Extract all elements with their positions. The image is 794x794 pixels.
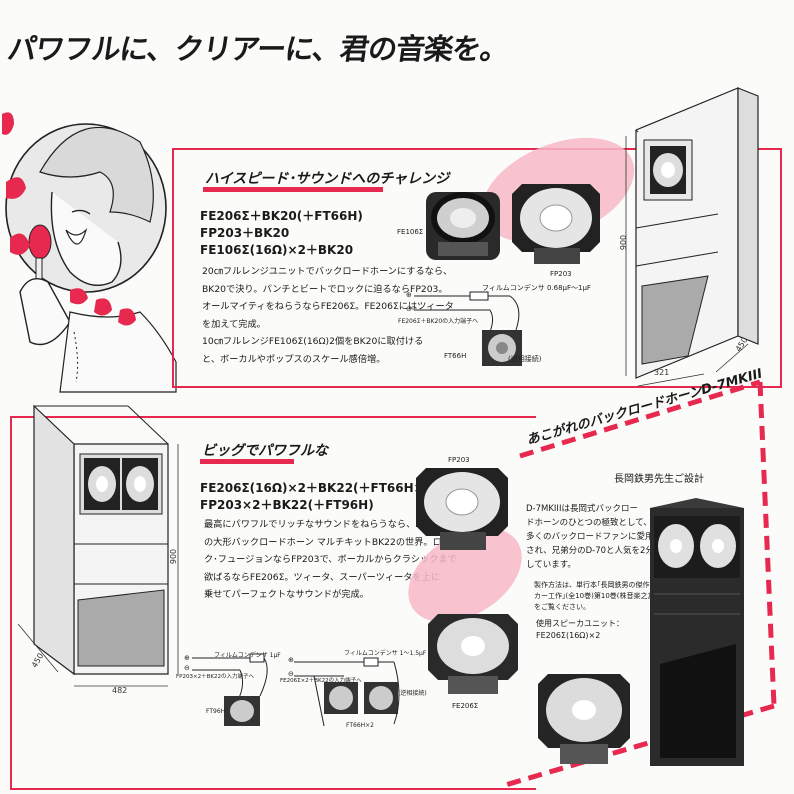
d7-body-line: しています。 — [526, 560, 576, 570]
d7-units-label: 使用スピーカユニット： — [536, 619, 624, 628]
d7-note-line: をご覧ください。 — [534, 603, 590, 611]
fp203-label-top: FP203 — [550, 270, 572, 278]
bottom-plus2: ⊕ — [288, 656, 294, 664]
fe206-speaker-image — [428, 614, 518, 694]
d7-body-text: D-7MKIIIは長岡式バックロー ドホーンのひとつの極致として、 多くのバック… — [526, 502, 654, 572]
top-reverse-label: (逆相接続) — [508, 355, 542, 363]
fp203-speaker-image-bottom — [416, 468, 508, 550]
bk20-cabinet-drawing — [625, 87, 759, 387]
bottom-minus1: ⊖ — [184, 664, 190, 672]
bottom-spec-1: FE206Σ(16Ω)×2＋BK22(＋FT66H×2) — [200, 481, 438, 495]
top-body-line: と、ボーカルやポップスのスケール感倍増。 — [202, 353, 386, 365]
girl-illustration — [2, 112, 177, 393]
ft66h-label: FT66H — [444, 352, 467, 360]
top-spec-list: FE206Σ＋BK20(＋FT66H) FP203＋BK20 FE106Σ(16… — [200, 208, 363, 259]
bottom-body-line: の大形バックロードホーン マルチキットBK22の世界。ロッ — [204, 536, 451, 548]
top-input-label: FE206Σ＋BK20の入力端子へ — [398, 318, 479, 325]
top-spec-3: FE106Σ(16Ω)×2＋BK20 — [200, 243, 354, 257]
top-body-line: オールマイティをねらうならFE206Σ。FE206Σにはツィータ — [202, 301, 454, 312]
bottom-spec-2: FP203×2＋BK22(＋FT96H) — [200, 498, 374, 512]
fe206-label: FE206Σ — [452, 702, 479, 710]
d7-designer: 長岡鉄男先生ご設計 — [614, 474, 704, 485]
top-body-line: を加えて完成。 — [202, 318, 266, 330]
bottom-input2-label: FE206Σ×2＋BK22の入力端子へ — [280, 678, 362, 684]
d7-cabinet-image — [650, 498, 744, 766]
d7-body-line: され、兄弟分のD-70と人気を2分 — [526, 546, 654, 556]
fe106-label: FE106Σ — [397, 228, 424, 236]
d7-unit-speaker-image — [538, 674, 630, 764]
top-section-title: ハイスピード･サウンドへのチャレンジ — [205, 171, 450, 187]
pink-blob-bottom — [408, 527, 522, 623]
d7-note-line: 製作方法は、単行本｢長岡鉄男の傑作スピー — [534, 581, 671, 589]
bk20-height-dim: 900 — [619, 234, 629, 251]
fp203-speaker-image — [512, 184, 600, 264]
top-wiring-diagram — [414, 291, 522, 366]
top-minus-symbol: ⊖ — [406, 305, 412, 313]
d7-units-value: FE206Σ(16Ω)×2 — [536, 631, 601, 640]
top-body-line: 20㎝フルレンジユニットでバックロードホーンにするなら、 — [202, 266, 453, 277]
bottom-spec-list: FE206Σ(16Ω)×2＋BK22(＋FT66H×2) FP203×2＋BK2… — [200, 480, 438, 514]
top-spec-2: FP203＋BK20 — [200, 226, 290, 240]
bottom-plus1: ⊕ — [184, 654, 190, 662]
bottom-minus2: ⊖ — [288, 670, 294, 678]
top-body-line: 10㎝フルレンジFE106Σ(16Ω)2個をBK20に取付ける — [202, 336, 424, 347]
d7-units: 使用スピーカユニット： FE206Σ(16Ω)×2 — [536, 618, 624, 642]
bottom-wiring-left — [192, 653, 268, 726]
bottom-body-line: ク･フュージョンならFP203で、ボーカルからクラシックまで — [204, 554, 457, 565]
bottom-panel — [10, 416, 536, 790]
ft66h2-label: FT66H×2 — [346, 722, 375, 729]
bk22-width-dim: 482 — [112, 686, 128, 695]
top-capacitor-label: フィルムコンデンサ 0.68μF～1μF — [482, 284, 591, 292]
ft96h-label: FT96H — [206, 708, 226, 715]
fp203-label-bottom: FP203 — [448, 456, 470, 464]
bottom-body-line: 乗せてパーフェクトなサウンドが完成。 — [204, 589, 369, 600]
bottom-body-line: 欲ばるならFE206Σ。ツィータ、スーパーツィータを上に — [204, 571, 441, 583]
d7-body-line: 多くのバックロードファンに愛用 — [526, 532, 654, 542]
bottom-title-underline — [200, 459, 294, 464]
top-panel — [172, 148, 782, 388]
bottom-body-line: 最高にパワフルでリッチなサウンドをねらうなら、2発使い — [204, 519, 449, 530]
bk20-width-dim: 321 — [654, 368, 670, 377]
bottom-input1-label: FP203×2＋BK22の入力端子へ — [176, 674, 254, 680]
bottom-reverse-label: (逆相接続) — [398, 690, 427, 697]
bottom-body-text: 最高にパワフルでリッチなサウンドをねらうなら、2発使い の大形バックロードホーン… — [204, 516, 457, 604]
d7-body-line: ドホーンのひとつの極致として、 — [526, 518, 652, 528]
bottom-wiring-right — [294, 657, 400, 727]
bottom-section-title: ビッグでパワフルな — [202, 443, 328, 459]
top-title-underline — [203, 187, 383, 192]
bk22-cabinet-drawing — [17, 404, 179, 687]
top-spec-1: FE206Σ＋BK20(＋FT66H) — [200, 209, 363, 223]
top-plus-symbol: ⊕ — [406, 291, 412, 299]
top-body-text: 20㎝フルレンジユニットでバックロードホーンにするなら、 BK20で決り。パンチ… — [202, 263, 454, 368]
bottom-cap1-label: フィルムコンデンサ 1μF — [214, 652, 281, 659]
bottom-cap2-label: フィルムコンデンサ 1～1.5μF — [344, 650, 427, 657]
fe106-speaker-image — [426, 192, 500, 260]
d7-body-line: D-7MKIIIは長岡式バックロー — [526, 504, 638, 514]
d7-note-line: カー工作｣(全10巻)第10巻(株音楽之友社刊) — [534, 592, 672, 600]
bk22-height-dim: 900 — [169, 548, 179, 565]
top-body-line: BK20で決り。パンチとビートでロックに迫るならFP203。 — [202, 283, 448, 295]
d7-note-text: 製作方法は、単行本｢長岡鉄男の傑作スピー カー工作｣(全10巻)第10巻(株音楽… — [534, 580, 671, 613]
